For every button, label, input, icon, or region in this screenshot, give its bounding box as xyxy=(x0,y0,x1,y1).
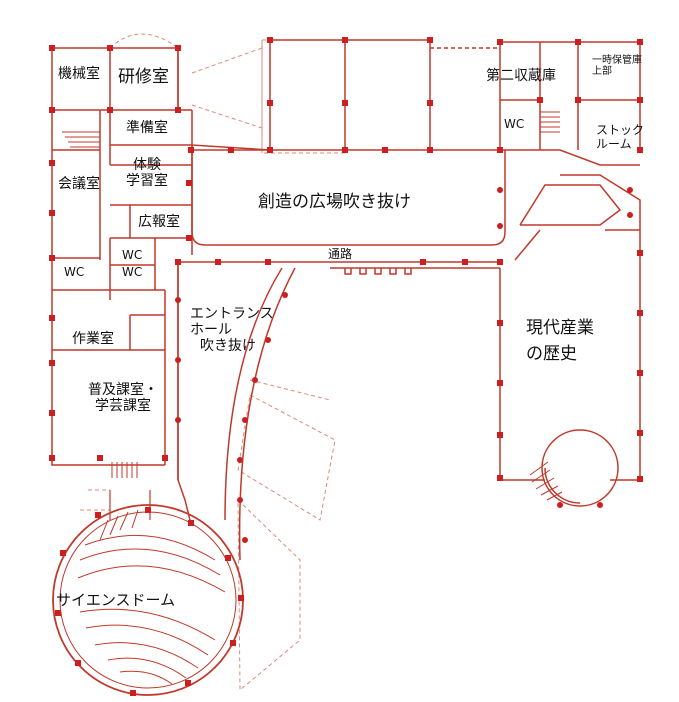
room-modern-line2: の歴史 xyxy=(526,343,577,364)
room-experience-learning: 体験 学習室 xyxy=(126,157,168,189)
room-training-room: 研修室 xyxy=(118,67,169,87)
room-outreach-line2: 学芸課室 xyxy=(95,398,151,415)
room-creation-atrium: 創造の広場吹き抜け xyxy=(258,192,411,212)
room-entrance-line1: エントランス xyxy=(190,306,274,322)
room-wc-storage: WC xyxy=(504,117,525,131)
room-stock-room-line1: ストック xyxy=(596,123,645,137)
room-corridor: 通路 xyxy=(328,247,353,261)
room-work-room: 作業室 xyxy=(72,331,114,347)
room-science-dome: サイエンスドーム xyxy=(56,591,176,609)
room-outreach-curatorial: 普及課室・ 学芸課室 xyxy=(88,382,158,414)
room-storage-2: 第二収蔵庫 xyxy=(486,68,556,84)
room-stock-room: ストック ルーム xyxy=(596,123,645,152)
room-temp-storage: 一時保管庫 上部 xyxy=(592,55,642,77)
room-experience-line1: 体験 xyxy=(133,157,161,173)
stairs xyxy=(62,111,563,501)
room-temp-storage-line2: 上部 xyxy=(592,65,612,77)
room-meeting-room: 会議室 xyxy=(58,176,100,192)
room-prep-room: 準備室 xyxy=(126,120,168,136)
room-wc-mid-2: WC xyxy=(122,265,143,279)
room-machine-room: 機械室 xyxy=(58,66,100,82)
room-entrance-line2: ホール xyxy=(190,322,232,339)
room-modern-industry-history: 現代産業 の歴史 xyxy=(526,316,594,367)
room-stock-room-line2: ルーム xyxy=(596,136,632,151)
room-pr-room: 広報室 xyxy=(138,214,180,230)
room-entrance-line3: 吹き抜け xyxy=(200,338,256,355)
walls xyxy=(51,39,641,561)
room-temp-storage-line1: 一時保管庫 xyxy=(592,55,642,66)
room-experience-line2: 学習室 xyxy=(126,173,168,190)
room-wc-mid-1: WC xyxy=(122,248,143,262)
columns xyxy=(49,37,643,696)
room-outreach-line1: 普及課室・ xyxy=(88,382,158,398)
room-modern-line1: 現代産業 xyxy=(526,318,594,338)
room-wc-left: WC xyxy=(64,265,85,279)
room-entrance-hall: エントランス ホール 吹き抜け xyxy=(190,306,274,354)
